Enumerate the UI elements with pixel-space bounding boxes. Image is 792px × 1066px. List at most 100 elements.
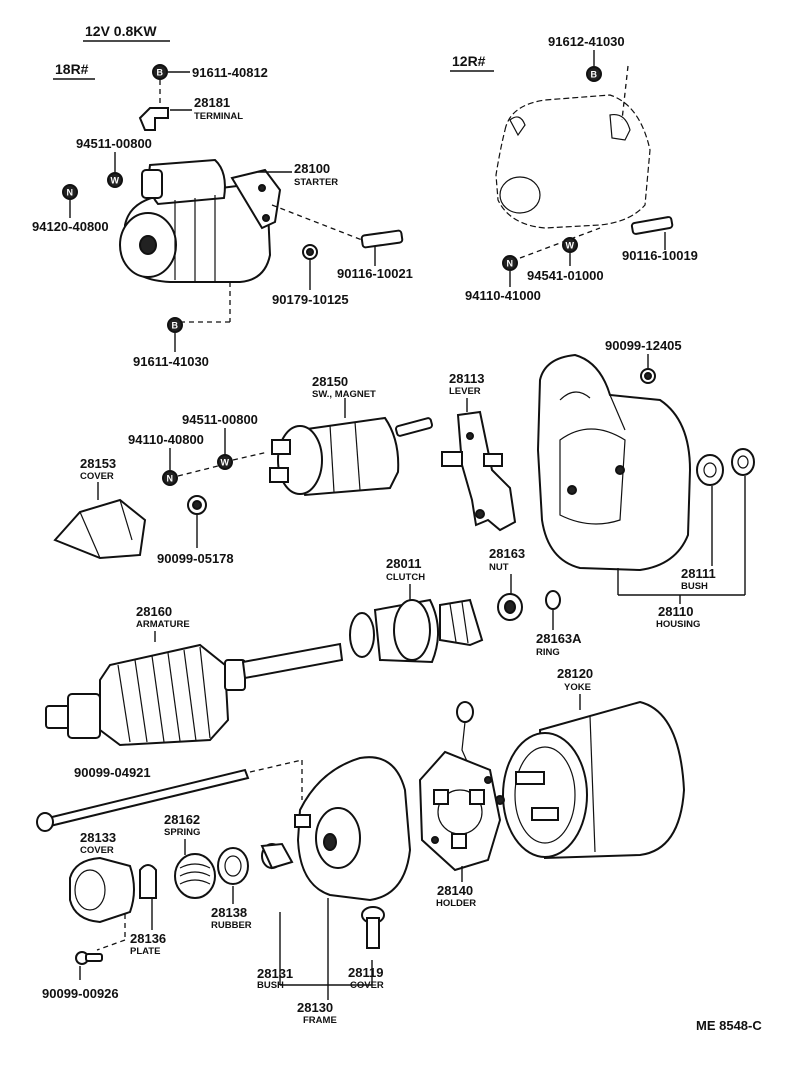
- drive-lever: [441, 410, 517, 532]
- part-28110-number: 28110: [658, 604, 693, 619]
- stud-90116-10019: [630, 216, 674, 235]
- rubber-28138: [217, 847, 249, 885]
- part-90099-05178-label: 90099-05178: [157, 551, 234, 566]
- nut-90179-10125: [302, 244, 318, 260]
- part-28011-name: CLUTCH: [386, 572, 425, 583]
- variant-18r-label: 18R#: [55, 61, 89, 77]
- terminal-bracket-18r: [138, 107, 169, 131]
- part-91612-41030-label: 91612-41030: [548, 34, 625, 49]
- part-28162-number: 28162: [164, 812, 200, 827]
- svg-text:B: B: [157, 68, 164, 78]
- washer-94511-00800-symbol: W: [107, 172, 123, 188]
- variant-12r-label: 12R#: [452, 53, 486, 69]
- part-28100-number: 28100: [294, 161, 330, 176]
- part-28163-number: 28163: [489, 546, 525, 561]
- starter-clutch: [349, 598, 484, 664]
- part-94541-01000-label: 94541-01000: [527, 268, 604, 283]
- nut-91612-41030-symbol: B: [586, 66, 602, 82]
- stud-90116-10021: [360, 229, 404, 249]
- part-94511-00800-label: 94511-00800: [76, 136, 152, 151]
- nut-28163: [497, 593, 523, 621]
- part-28113-number: 28113: [449, 371, 484, 386]
- part-28138-name: RUBBER: [211, 920, 252, 931]
- part-28130-number: 28130: [297, 1000, 333, 1015]
- part-28111-name: BUSH: [681, 581, 708, 592]
- part-28113-name: LEVER: [449, 386, 481, 397]
- part-28136-name: PLATE: [130, 946, 160, 957]
- svg-text:B: B: [591, 70, 598, 80]
- terminal-cover-28153: [53, 498, 147, 560]
- nut-91611-40812-symbol: B: [152, 64, 168, 80]
- part-90179-10125-label: 90179-10125: [272, 292, 349, 307]
- nut-90099-05178: [187, 495, 207, 515]
- nut-91611-41030-symbol: B: [167, 317, 183, 333]
- yoke: [495, 700, 686, 860]
- diagram-code: ME 8548-C: [696, 1018, 762, 1033]
- part-90099-12405-label: 90099-12405: [605, 338, 682, 353]
- plate-28136: [139, 864, 157, 899]
- part-28120-name: YOKE: [564, 682, 591, 693]
- washer-94541-01000-symbol: W: [562, 237, 578, 253]
- part-28160-number: 28160: [136, 604, 172, 619]
- part-28131-number: 28131: [257, 966, 293, 981]
- svg-text:W: W: [111, 176, 120, 186]
- part-94511-00800-b-label: 94511-00800: [182, 412, 258, 427]
- nut-94110-40800-symbol: N: [162, 470, 178, 486]
- part-28140-name: HOLDER: [436, 898, 476, 909]
- svg-text:W: W: [566, 241, 575, 251]
- starter-assembly-18r: [119, 158, 282, 283]
- part-28133-name: COVER: [80, 845, 114, 856]
- brush-holder: [418, 701, 502, 872]
- part-28153-name: COVER: [80, 471, 114, 482]
- part-28111-number: 28111: [681, 566, 716, 581]
- svg-text:N: N: [67, 188, 74, 198]
- ring-housing: [731, 448, 755, 476]
- magnet-switch: [269, 416, 434, 497]
- part-28011-number: 28011: [386, 556, 421, 571]
- cover-28119: [361, 906, 385, 949]
- part-28140-number: 28140: [437, 883, 473, 898]
- part-28181-name: TERMINAL: [194, 111, 243, 122]
- part-28119-number: 28119: [348, 965, 383, 980]
- drive-housing: [536, 353, 692, 572]
- part-28153-number: 28153: [80, 456, 116, 471]
- bush-28111: [696, 454, 724, 486]
- part-28133-number: 28133: [80, 830, 116, 845]
- through-bolt: [36, 768, 250, 832]
- part-94120-40800-label: 94120-40800: [32, 219, 109, 234]
- part-91611-41030-label: 91611-41030: [133, 354, 209, 369]
- screw-90099-00926: [75, 951, 103, 965]
- svg-text:B: B: [172, 321, 179, 331]
- part-28162-name: SPRING: [164, 827, 200, 838]
- part-90099-04921-label: 90099-04921: [74, 765, 151, 780]
- svg-text:W: W: [221, 458, 230, 468]
- part-28130-name: FRAME: [303, 1015, 337, 1026]
- ring-28163a: [545, 590, 561, 610]
- part-28181-number: 28181: [194, 95, 230, 110]
- part-28163a-name: RING: [536, 647, 560, 658]
- part-28100-name: STARTER: [294, 177, 338, 188]
- svg-text:N: N: [167, 474, 174, 484]
- part-90099-00926-label: 90099-00926: [42, 986, 119, 1001]
- bush-28131: [260, 842, 294, 870]
- commutator-end-frame: [294, 756, 412, 902]
- part-90116-10021-label: 90116-10021: [337, 266, 413, 281]
- part-28136-number: 28136: [130, 931, 166, 946]
- part-28163a-number: 28163A: [536, 631, 582, 646]
- part-28120-number: 28120: [557, 666, 593, 681]
- part-28131-name: BUSH: [257, 980, 284, 991]
- part-28150-name: SW., MAGNET: [312, 389, 376, 400]
- part-28160-name: ARMATURE: [136, 619, 190, 630]
- spec-label: 12V 0.8KW: [85, 23, 157, 39]
- part-28138-number: 28138: [211, 905, 247, 920]
- part-28163-name: NUT: [489, 562, 509, 573]
- spring-28162: [174, 853, 216, 899]
- part-28110-name: HOUSING: [656, 619, 700, 630]
- armature: [45, 642, 344, 747]
- part-94110-40800-label: 94110-40800: [128, 432, 204, 447]
- washer-94511-00800-b-symbol: W: [217, 454, 233, 470]
- starter-outline-12r: [495, 94, 651, 229]
- nut-90099-12405: [640, 368, 656, 384]
